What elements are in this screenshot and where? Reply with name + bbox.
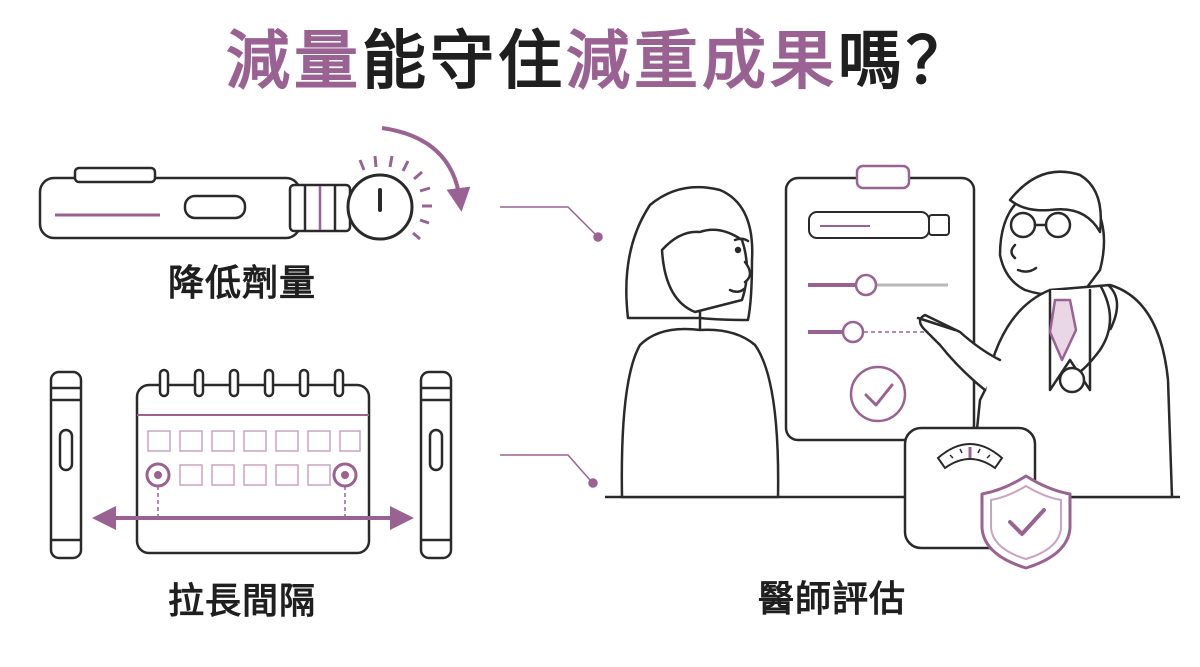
- calendar-icon: [135, 368, 371, 555]
- rotate-arrow-icon: [381, 126, 471, 212]
- shield-check-icon: [980, 474, 1072, 570]
- label-extend-interval: 拉長間隔: [168, 581, 317, 622]
- title-segment-1: 減量: [226, 25, 362, 99]
- title-segment-4: 嗎？: [838, 25, 974, 99]
- label-reduce-dose: 降低劑量: [168, 263, 317, 304]
- injection-pen-icon: [38, 166, 352, 240]
- page-title: 減量能守住減重成果嗎？: [0, 22, 1200, 102]
- connector-top: [500, 206, 603, 242]
- label-doctor-assessment: 醫師評估: [758, 579, 907, 620]
- checkmark-icon: [849, 365, 907, 423]
- clipboard-icon: [784, 164, 976, 442]
- title-segment-3: 減重成果: [566, 25, 838, 99]
- patient-icon: [620, 185, 780, 499]
- injection-pen-left-icon: [49, 370, 83, 560]
- stethoscope-icon: [1058, 284, 1119, 394]
- connector-bottom: [500, 454, 598, 488]
- injection-pen-right-icon: [419, 370, 453, 560]
- title-segment-2: 能守住: [362, 25, 566, 99]
- dose-dial-icon: [346, 155, 432, 241]
